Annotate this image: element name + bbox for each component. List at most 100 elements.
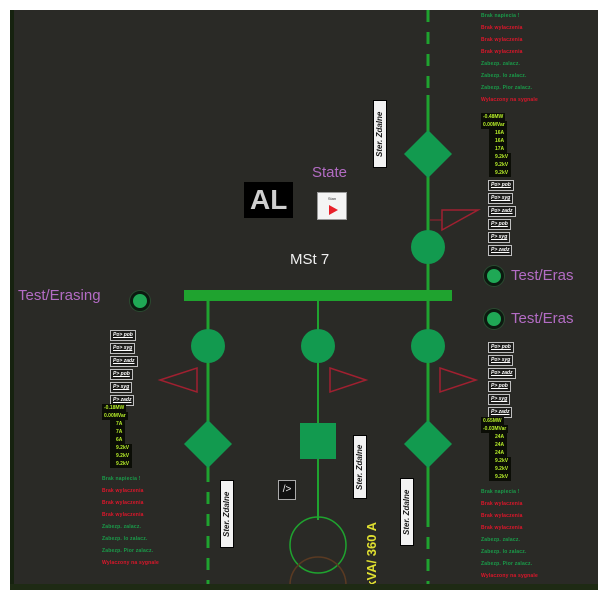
- status-line: Brak wylaczenia: [102, 488, 144, 494]
- test-erasing-label-right-top: Test/Eras: [511, 267, 574, 284]
- state-button[interactable]: Stan: [317, 192, 347, 220]
- status-line: Zabezp. Pior zalacz.: [481, 85, 533, 91]
- command-button[interactable]: P> pob: [110, 369, 133, 380]
- right-feeder-measurements: 0.65MW -0.03MVar 24A 24A 24A 9.2kV 9.2kV…: [481, 417, 512, 481]
- status-line: Brak wylaczenia: [102, 500, 144, 506]
- status-line: Brak wylaczenia: [481, 501, 523, 507]
- incomer-commands: Po> pob Po> syg Po> zadz P> pob P> syg P…: [488, 180, 516, 258]
- right-feeder-breaker[interactable]: [411, 329, 445, 363]
- voltage-l2: 9.2kV: [110, 452, 133, 460]
- incomer-disconnector[interactable]: [404, 130, 452, 178]
- reactive-power: 0.00MVar: [481, 121, 507, 129]
- state-button-text: Stan: [327, 196, 337, 201]
- command-button[interactable]: Po> zadz: [488, 206, 516, 217]
- transformer-rating: kVA/ 360 A: [364, 522, 379, 588]
- voltage-l1: 9.2kV: [489, 153, 512, 161]
- command-button[interactable]: Po> zadz: [488, 368, 516, 379]
- voltage-l2: 9.2kV: [489, 161, 512, 169]
- alarm-indicator[interactable]: AL: [244, 182, 294, 218]
- state-label: State: [312, 164, 348, 181]
- current-l2: 24A: [489, 441, 508, 449]
- station-name: MSt 7: [290, 251, 330, 268]
- transformer-primary-winding: [289, 516, 347, 574]
- command-button[interactable]: Po> syg: [110, 343, 136, 354]
- command-button[interactable]: Po> syg: [488, 193, 514, 204]
- current-l2: 7A: [110, 428, 126, 436]
- incomer-status-list: Brak napiecia ! Brak wylaczenia Brak wyl…: [481, 10, 538, 106]
- status-line: Brak napiecia !: [481, 13, 520, 19]
- status-line: Brak wylaczenia: [102, 512, 144, 518]
- status-line: Brak napiecia !: [481, 489, 520, 495]
- voltage-l3: 9.2kV: [489, 169, 512, 177]
- left-feeder-commands: Po> pob Po> syg Po> zadz P> pob P> syg P…: [110, 330, 138, 408]
- middle-feeder-protection-arrow[interactable]: [329, 366, 369, 394]
- left-feeder-measurements: -0.18MW 0.00MVar 7A 7A 6A 9.2kV 9.2kV 9.…: [102, 404, 133, 468]
- status-line: Wylaczony na sygnale: [481, 97, 538, 103]
- single-line-diagram: [157, 10, 481, 590]
- command-button[interactable]: Po> zadz: [110, 356, 138, 367]
- left-feeder-remote-control-label: Ster. Zdalne: [220, 480, 234, 548]
- right-feeder-protection-arrow[interactable]: [439, 366, 479, 394]
- command-button[interactable]: P> syg: [110, 382, 133, 393]
- command-button[interactable]: Po> syg: [488, 355, 514, 366]
- left-feeder-status-list: Brak napiecia ! Brak wylaczenia Brak wyl…: [102, 473, 159, 569]
- busbar: [184, 290, 452, 301]
- test-erasing-label-right-bottom: Test/Eras: [511, 310, 574, 327]
- status-line: Brak napiecia !: [102, 476, 141, 482]
- middle-feeder-mini-button[interactable]: />: [278, 480, 296, 500]
- left-feeder-disconnector[interactable]: [184, 420, 232, 468]
- voltage-l1: 9.2kV: [489, 457, 512, 465]
- middle-feeder-breaker[interactable]: [301, 329, 335, 363]
- active-power: -0.48MW: [481, 113, 506, 121]
- test-erasing-led-left[interactable]: [130, 291, 150, 311]
- right-feeder-status-list: Brak napiecia ! Brak wylaczenia Brak wyl…: [481, 486, 538, 582]
- status-line: Brak wylaczenia: [481, 49, 523, 55]
- right-feeder-remote-control-label: Ster. Zdalne: [400, 478, 414, 546]
- left-feeder-protection-arrow[interactable]: [157, 366, 198, 394]
- test-erasing-label-left: Test/Erasing: [18, 287, 101, 304]
- voltage-l3: 9.2kV: [489, 473, 512, 481]
- middle-feeder-switch[interactable]: [300, 423, 336, 459]
- play-icon: [329, 205, 338, 215]
- voltage-l2: 9.2kV: [489, 465, 512, 473]
- status-line: Brak wylaczenia: [481, 25, 523, 31]
- status-line: Brak wylaczenia: [481, 513, 523, 519]
- status-line: Zabezp. zalacz.: [102, 524, 142, 530]
- status-line: Wylaczony na sygnale: [481, 573, 538, 579]
- active-power: 0.65MW: [481, 417, 504, 425]
- current-l1: 16A: [489, 129, 508, 137]
- test-erasing-led-right-bottom[interactable]: [484, 309, 504, 329]
- status-line: Zabezp. zalacz.: [481, 61, 521, 67]
- voltage-l1: 9.2kV: [110, 444, 133, 452]
- command-button[interactable]: Po> pob: [488, 180, 514, 191]
- scada-panel: AL State Stan MSt 7 Test/Erasing Test/Er…: [10, 10, 598, 590]
- command-button[interactable]: P> pob: [488, 219, 511, 230]
- status-line: Wylaczony na sygnale: [102, 560, 159, 566]
- current-l3: 24A: [489, 449, 508, 457]
- reactive-power: -0.03MVar: [481, 425, 509, 433]
- test-erasing-led-right-top[interactable]: [484, 266, 504, 286]
- status-line: Zabezp. Pior zalacz.: [102, 548, 154, 554]
- command-button[interactable]: P> syg: [488, 394, 511, 405]
- command-button[interactable]: P> pob: [488, 381, 511, 392]
- active-power: -0.18MW: [102, 404, 127, 412]
- command-button[interactable]: P> zadz: [488, 245, 513, 256]
- reactive-power: 0.00MVar: [102, 412, 128, 420]
- status-line: Zabezp. Io zalacz.: [481, 549, 527, 555]
- right-feeder-commands: Po> pob Po> syg Po> zadz P> pob P> syg P…: [488, 342, 516, 420]
- command-button[interactable]: Po> pob: [488, 342, 514, 353]
- voltage-l3: 9.2kV: [110, 460, 133, 468]
- status-line: Zabezp. Pior zalacz.: [481, 561, 533, 567]
- incomer-protection-arrow[interactable]: [441, 209, 481, 232]
- current-l3: 17A: [489, 145, 508, 153]
- status-line: Brak wylaczenia: [481, 37, 523, 43]
- incomer-remote-control-label: Ster. Zdalne: [373, 100, 387, 168]
- status-line: Brak wylaczenia: [481, 525, 523, 531]
- right-feeder-disconnector[interactable]: [404, 420, 452, 468]
- left-feeder-breaker[interactable]: [191, 329, 225, 363]
- command-button[interactable]: Po> pob: [110, 330, 136, 341]
- incomer-measurements: -0.48MW 0.00MVar 16A 16A 17A 9.2kV 9.2kV…: [481, 113, 512, 177]
- incomer-breaker[interactable]: [411, 230, 445, 264]
- command-button[interactable]: P> syg: [488, 232, 511, 243]
- status-line: Zabezp. Io zalacz.: [481, 73, 527, 79]
